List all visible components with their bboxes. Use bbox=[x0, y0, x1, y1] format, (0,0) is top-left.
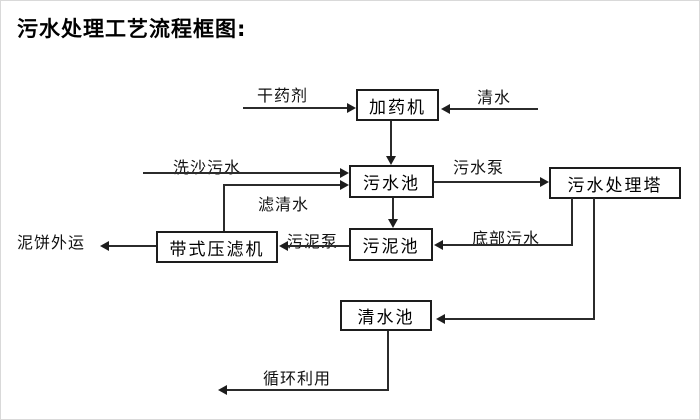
label-mud-cake-outbound: 泥饼外运 bbox=[17, 233, 86, 252]
page-title: 污水处理工艺流程框图: bbox=[17, 17, 247, 41]
label-bottom-sewage: 底部污水 bbox=[472, 229, 541, 248]
edge-filtered-water-hline bbox=[223, 184, 340, 186]
arrowhead-right-icon bbox=[540, 177, 549, 187]
edge-filtered-water-vline bbox=[223, 184, 225, 231]
label-sewage-pump: 污水泵 bbox=[453, 158, 505, 177]
edge-sludge-pump-line bbox=[288, 245, 349, 247]
edge-sand-washing-line bbox=[143, 172, 340, 174]
label-sludge-pump: 污泥泵 bbox=[287, 232, 339, 251]
label-filtered-clean-water: 滤清水 bbox=[258, 195, 310, 214]
arrowhead-left-icon bbox=[279, 241, 288, 251]
label-dry-chemical: 干药剂 bbox=[257, 86, 309, 105]
edge-dry-chemical-line bbox=[243, 107, 347, 109]
label-clean-water: 清水 bbox=[477, 88, 512, 107]
arrowhead-left-icon bbox=[218, 385, 227, 395]
edge-sewage-pump-line bbox=[434, 181, 540, 183]
edge-dosing-to-sewage-line bbox=[390, 121, 392, 156]
edge-recycle-vline bbox=[387, 331, 389, 391]
arrowhead-right-icon bbox=[347, 103, 356, 113]
edge-recycle-hline bbox=[227, 389, 389, 391]
label-recycling-use: 循环利用 bbox=[263, 369, 332, 388]
edge-clean-water-line bbox=[450, 108, 538, 110]
edge-tower-to-clean-hline bbox=[445, 318, 595, 320]
arrowhead-right-icon bbox=[340, 168, 349, 178]
arrowhead-down-icon bbox=[386, 156, 396, 165]
label-sand-washing-sewage: 洗沙污水 bbox=[173, 158, 242, 177]
node-dosing-machine: 加药机 bbox=[356, 89, 439, 121]
edge-bottom-sewage-hline bbox=[443, 244, 573, 246]
edge-bottom-sewage-vline bbox=[571, 198, 573, 245]
node-belt-filter-press: 带式压滤机 bbox=[156, 231, 278, 263]
arrowhead-right-icon bbox=[340, 180, 349, 190]
edge-sewage-to-sludge-line bbox=[392, 198, 394, 219]
arrowhead-left-icon bbox=[436, 314, 445, 324]
node-sewage-treatment-tower: 污水处理塔 bbox=[549, 167, 681, 199]
arrowhead-down-icon bbox=[388, 219, 398, 228]
node-sewage-pool: 污水池 bbox=[349, 165, 434, 198]
edge-tower-to-clean-vline bbox=[593, 198, 595, 319]
arrowhead-left-icon bbox=[441, 104, 450, 114]
node-clean-water-pool: 清水池 bbox=[340, 300, 432, 331]
arrowhead-left-icon bbox=[434, 240, 443, 250]
arrowhead-left-icon bbox=[100, 241, 109, 251]
node-sludge-pool: 污泥池 bbox=[349, 228, 433, 261]
edge-mud-cake-line bbox=[109, 245, 156, 247]
